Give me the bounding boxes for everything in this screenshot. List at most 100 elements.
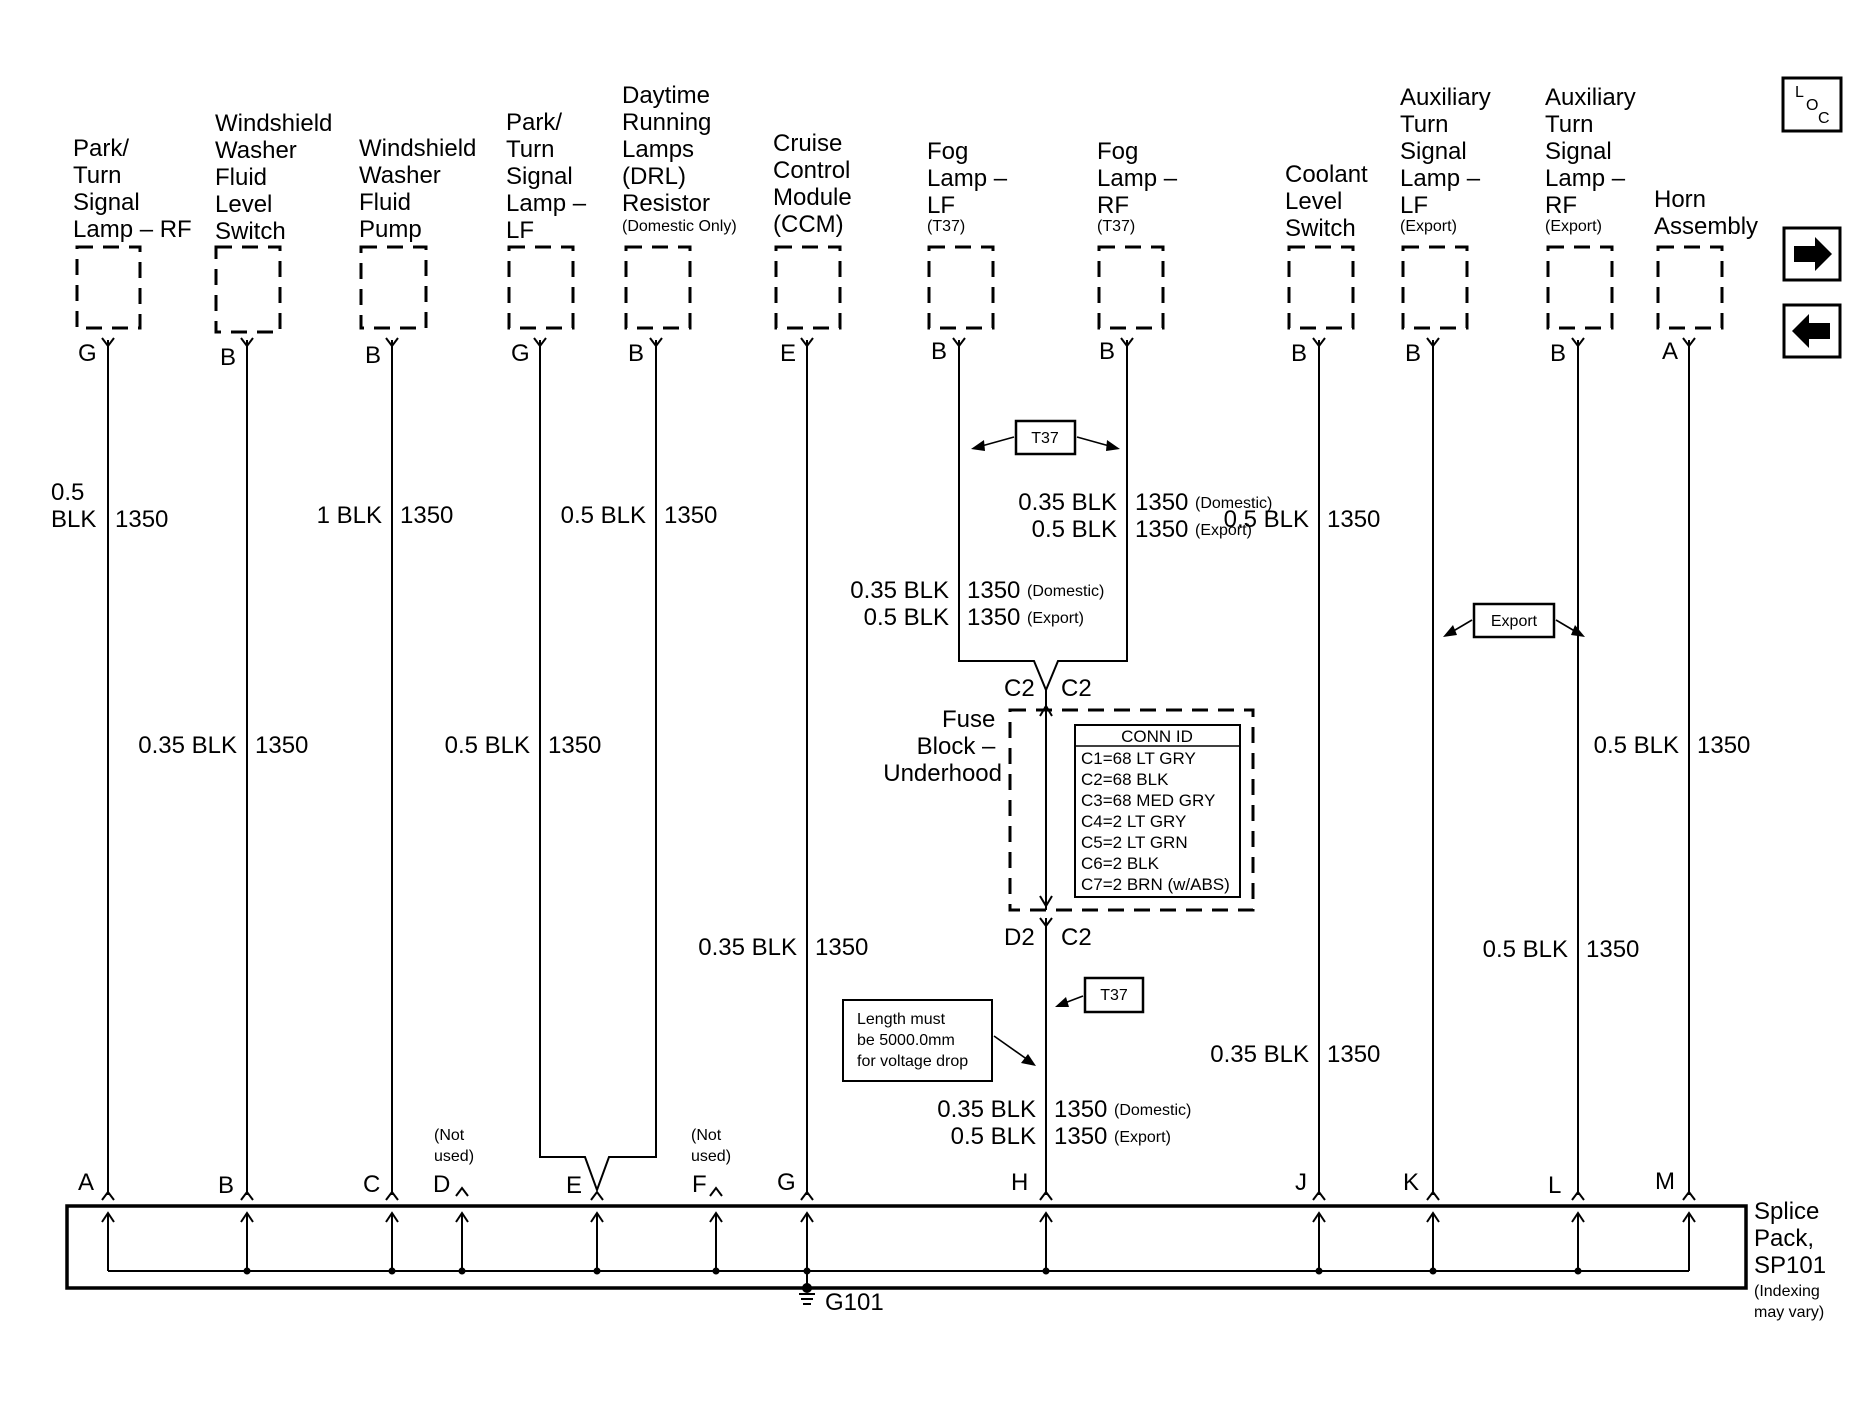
splice-arrow-c <box>385 1211 399 1223</box>
splice-node-h <box>1042 1267 1050 1275</box>
pin-washer-switch: B <box>220 344 236 371</box>
tag-export-label: Export <box>1491 613 1538 630</box>
arrow-left-icon <box>1792 314 1830 348</box>
splice-pin-m: M <box>1655 1168 1675 1195</box>
length-note-arrowhead <box>1021 1054 1036 1066</box>
length-note-box <box>842 999 993 1082</box>
wire-size-washer-switch: 0.35 BLK <box>138 732 237 759</box>
wire-size-ccm: 0.35 BLK <box>698 934 797 961</box>
fuse-conn-top-right: C2 <box>1061 675 1092 702</box>
splice-node-k <box>1429 1267 1437 1275</box>
splice-stubs <box>101 1186 1696 1275</box>
wire-size-fog-rf-domestic: 0.35 BLK <box>1018 489 1117 516</box>
splice-pack-name: Splice Pack, SP101 <box>1754 1198 1826 1279</box>
length-note-arrow <box>993 1035 1029 1061</box>
tag-export-arrowhead-right <box>1571 625 1585 637</box>
splice-chevron-j <box>1312 1190 1326 1201</box>
next-page-button[interactable] <box>1782 226 1842 282</box>
splice-chevron-h <box>1039 1190 1053 1201</box>
splice-arrow-e <box>590 1211 604 1223</box>
wire-size-ground-domestic: 0.35 BLK <box>937 1096 1036 1123</box>
circuit-aux-rf-lower: 1350 <box>1697 732 1750 759</box>
fuse-arrow-up <box>1039 704 1053 717</box>
splice-arrow-f <box>709 1211 723 1223</box>
box-washer-switch <box>214 245 282 334</box>
circuit-fog-rf-export: 1350 <box>1135 516 1188 543</box>
conn-id-title: CONN ID <box>1121 727 1193 746</box>
pin-ccm: E <box>780 340 796 367</box>
circuit-fog-lf-domestic: 1350 <box>967 577 1020 604</box>
tag-t37-lower-box <box>1083 976 1145 1014</box>
fuse-block-outline <box>1008 708 1255 912</box>
wire-size-coolant-lower: 0.35 BLK <box>1210 1041 1309 1068</box>
box-ccm <box>774 245 842 330</box>
component-labels: Park/ Turn Signal Lamp – RF Windshield W… <box>73 82 1758 245</box>
splice-arrow-a <box>101 1211 115 1223</box>
variant-ground-domestic: (Domestic) <box>1114 1102 1191 1119</box>
splice-chevron-e <box>590 1190 604 1201</box>
fuse-conn-bottom-left: D2 <box>1004 924 1035 951</box>
splice-node-b <box>243 1267 251 1275</box>
box-aux-rf <box>1546 245 1614 330</box>
splice-pin-a: A <box>78 1169 94 1196</box>
pin-horn: A <box>1662 338 1678 365</box>
chevron-fuse-bottom <box>1039 917 1053 928</box>
splice-node-c <box>388 1267 396 1275</box>
ground-g101: G101 <box>799 1271 884 1316</box>
box-drl <box>624 245 692 330</box>
note-aux-lf: (Export) <box>1400 218 1457 235</box>
splice-pack-label: Splice Pack, SP101 (Indexing may vary) <box>1754 1198 1826 1321</box>
pin-aux-rf: B <box>1550 340 1566 367</box>
label-aux-rf: Auxiliary Turn Signal Lamp – RF <box>1545 84 1642 219</box>
splice-arrow-g <box>800 1211 814 1223</box>
pin-washer-pump: B <box>365 342 381 369</box>
tag-t37-top-label: T37 <box>1031 430 1059 447</box>
circuit-park-rf: 1350 <box>115 506 168 533</box>
wire-variant-labels: (Domestic) (Export) (Domestic) (Export) … <box>1027 495 1272 1146</box>
splice-chevron-a <box>101 1190 115 1201</box>
tag-t37-top-arrowhead-right <box>1106 440 1120 451</box>
prev-page-button[interactable] <box>1782 303 1842 359</box>
loc-button[interactable]: L O C <box>1781 76 1843 133</box>
splice-pack-outline <box>65 1204 1748 1290</box>
component-notes: (Domestic Only) (T37) (T37) (Export) (Ex… <box>622 218 1602 235</box>
conn-id-table: CONN ID C1=68 LT GRY C2=68 BLK C3=68 MED… <box>1074 724 1241 898</box>
box-aux-lf <box>1401 245 1469 330</box>
loc-button-frame[interactable] <box>1781 76 1843 133</box>
circuit-ccm: 1350 <box>815 934 868 961</box>
box-fog-lf <box>927 245 995 330</box>
note-fog-rf: (T37) <box>1097 218 1135 235</box>
fuse-conn-top-left: C2 <box>1004 675 1035 702</box>
splice-pin-f: F <box>692 1171 707 1198</box>
box-horn <box>1656 245 1724 330</box>
splice-pin-h: H <box>1011 1169 1028 1196</box>
option-tag-t37-lower: T37 <box>1055 976 1145 1014</box>
splice-pin-b: B <box>218 1172 234 1199</box>
splice-arrow-l <box>1571 1211 1585 1223</box>
pin-aux-lf: B <box>1405 340 1421 367</box>
label-fog-rf: Fog Lamp – RF <box>1097 138 1184 219</box>
pin-park-rf: G <box>78 340 97 367</box>
option-tag-export: Export <box>1443 602 1585 639</box>
fuse-arrow-down <box>1039 895 1053 908</box>
splice-pin-e: E <box>566 1172 582 1199</box>
circuit-washer-pump: 1350 <box>400 502 453 529</box>
loc-button-o: O <box>1806 97 1818 114</box>
splice-arrow-j <box>1312 1211 1326 1223</box>
variant-ground-export: (Export) <box>1114 1129 1171 1146</box>
circuit-park-lf: 1350 <box>548 732 601 759</box>
splice-chevron-f <box>709 1186 723 1197</box>
wire-size-ground-export: 0.5 BLK <box>951 1123 1036 1150</box>
pin-drl: B <box>628 340 644 367</box>
variant-fog-rf-export: (Export) <box>1195 522 1252 539</box>
wire-park-lf-drl-join <box>539 340 657 1193</box>
wire-size-fog-lf-export: 0.5 BLK <box>864 604 949 631</box>
loc-button-l: L <box>1795 84 1804 101</box>
splice-arrow-m <box>1682 1211 1696 1223</box>
option-tag-t37-top: T37 <box>971 419 1120 456</box>
arrow-right-icon <box>1794 237 1832 271</box>
